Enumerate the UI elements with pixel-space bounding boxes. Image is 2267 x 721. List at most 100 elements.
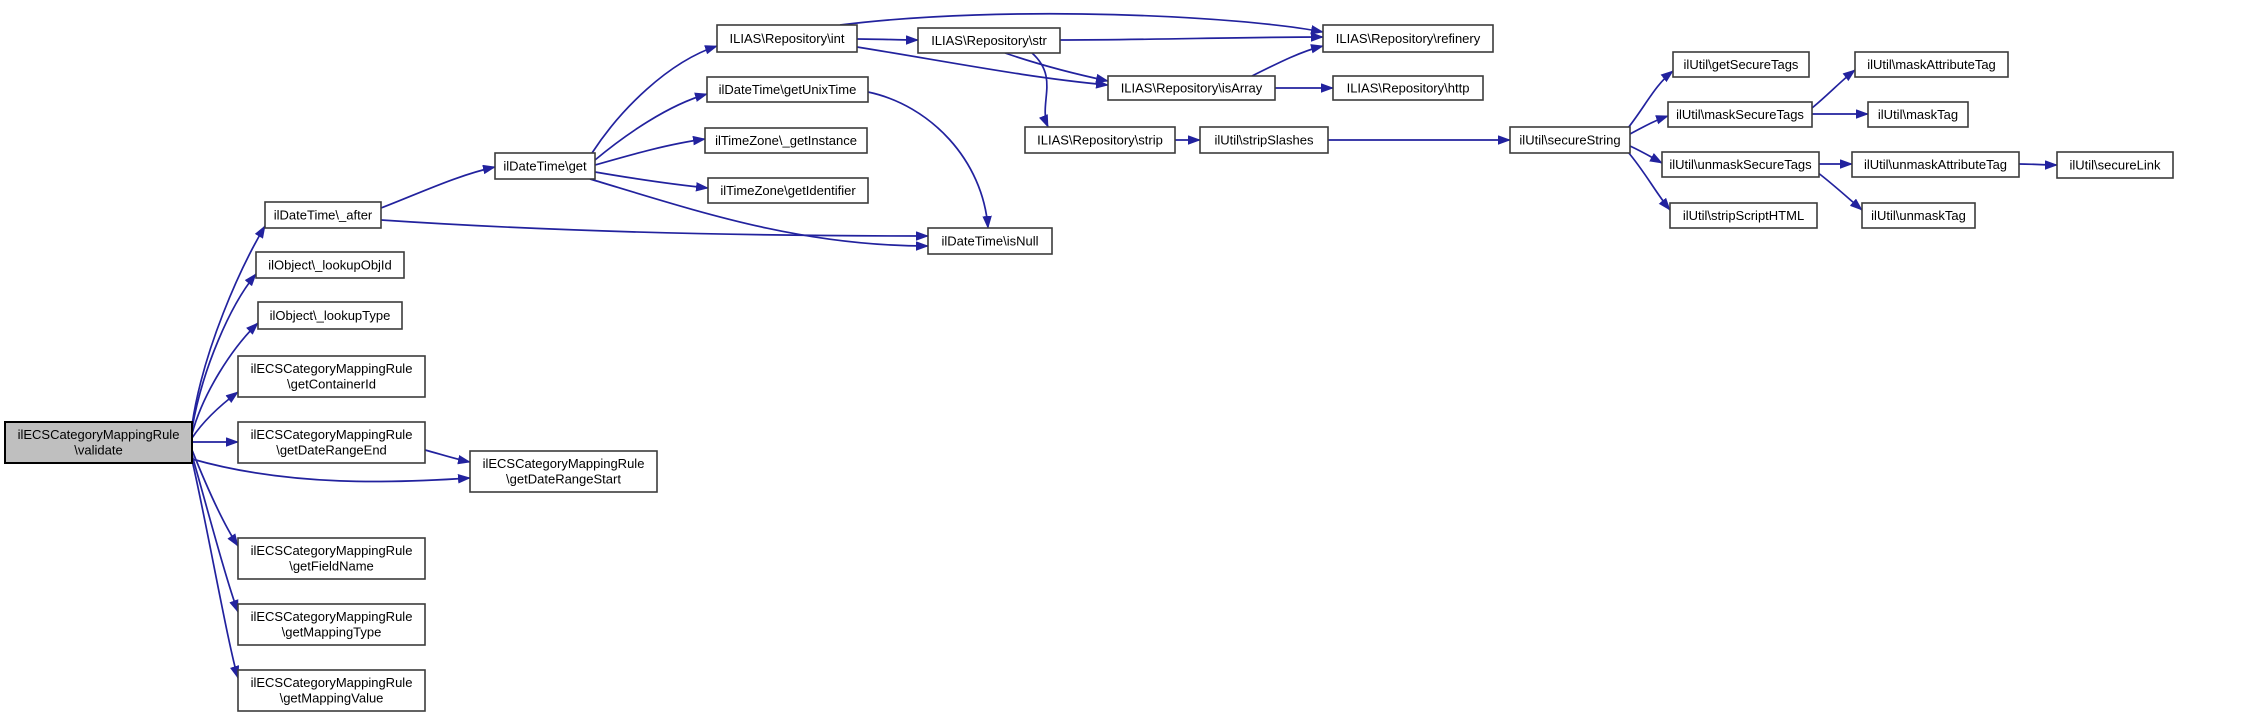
node-stripScriptHTML[interactable]: ilUtil\stripScriptHTML (1669, 202, 1818, 229)
node-validate: ilECSCategoryMappingRule\validate (4, 421, 193, 464)
node-getFieldName[interactable]: ilECSCategoryMappingRule\getFieldName (237, 537, 426, 580)
edge-get-getIdentifier (594, 171, 709, 192)
node-label: ilUtil\unmaskAttributeTag (1864, 157, 2007, 172)
node-secureLink[interactable]: ilUtil\secureLink (2056, 151, 2174, 179)
node-getDateRangeStart[interactable]: ilECSCategoryMappingRule\getDateRangeSta… (469, 450, 658, 493)
node-box (707, 177, 869, 204)
node-label: ilTimeZone\getIdentifier (720, 183, 856, 198)
edge-get-getUnixTime (594, 92, 708, 161)
node-maskTag[interactable]: ilUtil\maskTag (1867, 101, 1969, 128)
node-getIdentifier[interactable]: ilTimeZone\getIdentifier (707, 177, 869, 204)
node-label: ilDateTime\isNull (941, 234, 1038, 249)
node-box (4, 421, 193, 464)
edge-after-isNull (380, 219, 929, 241)
node-label: ilUtil\secureLink (2069, 158, 2161, 173)
node-label: ilECSCategoryMappingRule\getFieldName (251, 543, 413, 574)
node-getMappingValue[interactable]: ilECSCategoryMappingRule\getMappingValue (237, 669, 426, 712)
node-int[interactable]: ILIAS\Repository\int (716, 24, 858, 53)
node-box (257, 301, 403, 330)
node-box (237, 603, 426, 646)
node-box (1667, 101, 1813, 128)
edge-str-strip (1031, 52, 1049, 128)
node-stripSlashes[interactable]: ilUtil\stripSlashes (1199, 126, 1329, 154)
edge-get-getInstance (594, 135, 706, 166)
node-box (1861, 202, 1976, 229)
node-label: ILIAS\Repository\isArray (1121, 81, 1263, 96)
node-str[interactable]: ILIAS\Repository\str (917, 27, 1061, 54)
node-unmaskAttributeTag[interactable]: ilUtil\unmaskAttributeTag (1851, 151, 2020, 178)
edge-secureString-stripScriptHTML (1627, 151, 1671, 211)
node-getMappingType[interactable]: ilECSCategoryMappingRule\getMappingType (237, 603, 426, 646)
node-box (237, 537, 426, 580)
node-unmaskTag[interactable]: ilUtil\unmaskTag (1861, 202, 1976, 229)
node-isArray[interactable]: ILIAS\Repository\isArray (1107, 75, 1276, 101)
node-get[interactable]: ilDateTime\get (494, 152, 596, 180)
edge-validate-getFieldName (191, 449, 239, 547)
node-getInstance[interactable]: ilTimeZone\_getInstance (704, 127, 868, 154)
node-getContainerId[interactable]: ilECSCategoryMappingRule\getContainerId (237, 355, 426, 398)
node-label: ilObject\_lookupType (270, 308, 391, 323)
edge-get-int (591, 45, 718, 154)
edge-after-get (380, 164, 496, 209)
node-box (264, 201, 382, 229)
node-secureString[interactable]: ilUtil\secureString (1509, 126, 1631, 154)
node-box (1024, 126, 1176, 154)
node-box (255, 251, 405, 279)
node-label: ilECSCategoryMappingRule\getDateRangeEnd (251, 427, 413, 458)
node-box (2056, 151, 2174, 179)
node-http[interactable]: ILIAS\Repository\http (1332, 75, 1484, 101)
node-box (237, 421, 426, 464)
node-label: ilECSCategoryMappingRule\getDateRangeSta… (483, 456, 645, 487)
edge-secureString-maskSecureTags (1629, 115, 1669, 135)
node-getUnixTime[interactable]: ilDateTime\getUnixTime (706, 76, 869, 103)
node-label: ILIAS\Repository\strip (1037, 133, 1163, 148)
node-label: ilUtil\getSecureTags (1684, 57, 1799, 72)
node-strip[interactable]: ILIAS\Repository\strip (1024, 126, 1176, 154)
edge-isArray-refinery (1251, 44, 1324, 77)
node-box (1669, 202, 1818, 229)
node-label: ilDateTime\_after (274, 208, 373, 223)
node-maskSecureTags[interactable]: ilUtil\maskSecureTags (1667, 101, 1813, 128)
node-box (1332, 75, 1484, 101)
edge-int-isArray (856, 46, 1109, 89)
edge-getUnixTime-isNull (867, 91, 992, 229)
node-box (1322, 24, 1494, 53)
node-label: ilUtil\stripSlashes (1215, 133, 1314, 148)
edge-validate-getMappingType (191, 454, 239, 613)
node-refinery[interactable]: ILIAS\Repository\refinery (1322, 24, 1494, 53)
node-box (1854, 51, 2009, 78)
nodes-layer: ilECSCategoryMappingRule\validate ilDateT… (4, 24, 2174, 712)
edge-unmaskSecureTags-unmaskTag (1816, 171, 1863, 211)
node-label: ilECSCategoryMappingRule\getMappingType (251, 609, 413, 640)
node-after[interactable]: ilDateTime\_after (264, 201, 382, 229)
node-label: ilDateTime\get (503, 159, 587, 174)
edge-int-str (856, 35, 919, 45)
node-unmaskSecureTags[interactable]: ilUtil\unmaskSecureTags (1661, 151, 1820, 178)
node-box (1851, 151, 2020, 178)
node-getSecureTags[interactable]: ilUtil\getSecureTags (1672, 51, 1810, 78)
edge-validate-getContainerId (191, 391, 239, 439)
edge-secureString-unmaskSecureTags (1629, 145, 1663, 164)
node-label: ilECSCategoryMappingRule\getContainerId (251, 361, 413, 392)
edge-validate-getMappingValue (191, 459, 240, 679)
node-box (704, 127, 868, 154)
edge-validate-lookupType (191, 322, 259, 435)
node-label: ilUtil\maskAttributeTag (1867, 57, 1996, 72)
node-label: ilECSCategoryMappingRule\validate (18, 427, 180, 458)
node-lookupObjId[interactable]: ilObject\_lookupObjId (255, 251, 405, 279)
node-isNull[interactable]: ilDateTime\isNull (927, 227, 1053, 255)
node-lookupType[interactable]: ilObject\_lookupType (257, 301, 403, 330)
edge-validate-getDateRangeStart (191, 458, 471, 484)
node-label: ilUtil\stripScriptHTML (1683, 208, 1804, 223)
node-label: ILIAS\Repository\int (730, 31, 845, 46)
node-getDateRangeEnd[interactable]: ilECSCategoryMappingRule\getDateRangeEnd (237, 421, 426, 464)
node-box (1509, 126, 1631, 154)
node-box (706, 76, 869, 103)
edge-secureString-getSecureTags (1627, 70, 1674, 129)
node-box (1199, 126, 1329, 154)
node-maskAttributeTag[interactable]: ilUtil\maskAttributeTag (1854, 51, 2009, 78)
node-label: ilDateTime\getUnixTime (719, 82, 857, 97)
node-label: ilUtil\maskSecureTags (1676, 107, 1804, 122)
node-box (469, 450, 658, 493)
